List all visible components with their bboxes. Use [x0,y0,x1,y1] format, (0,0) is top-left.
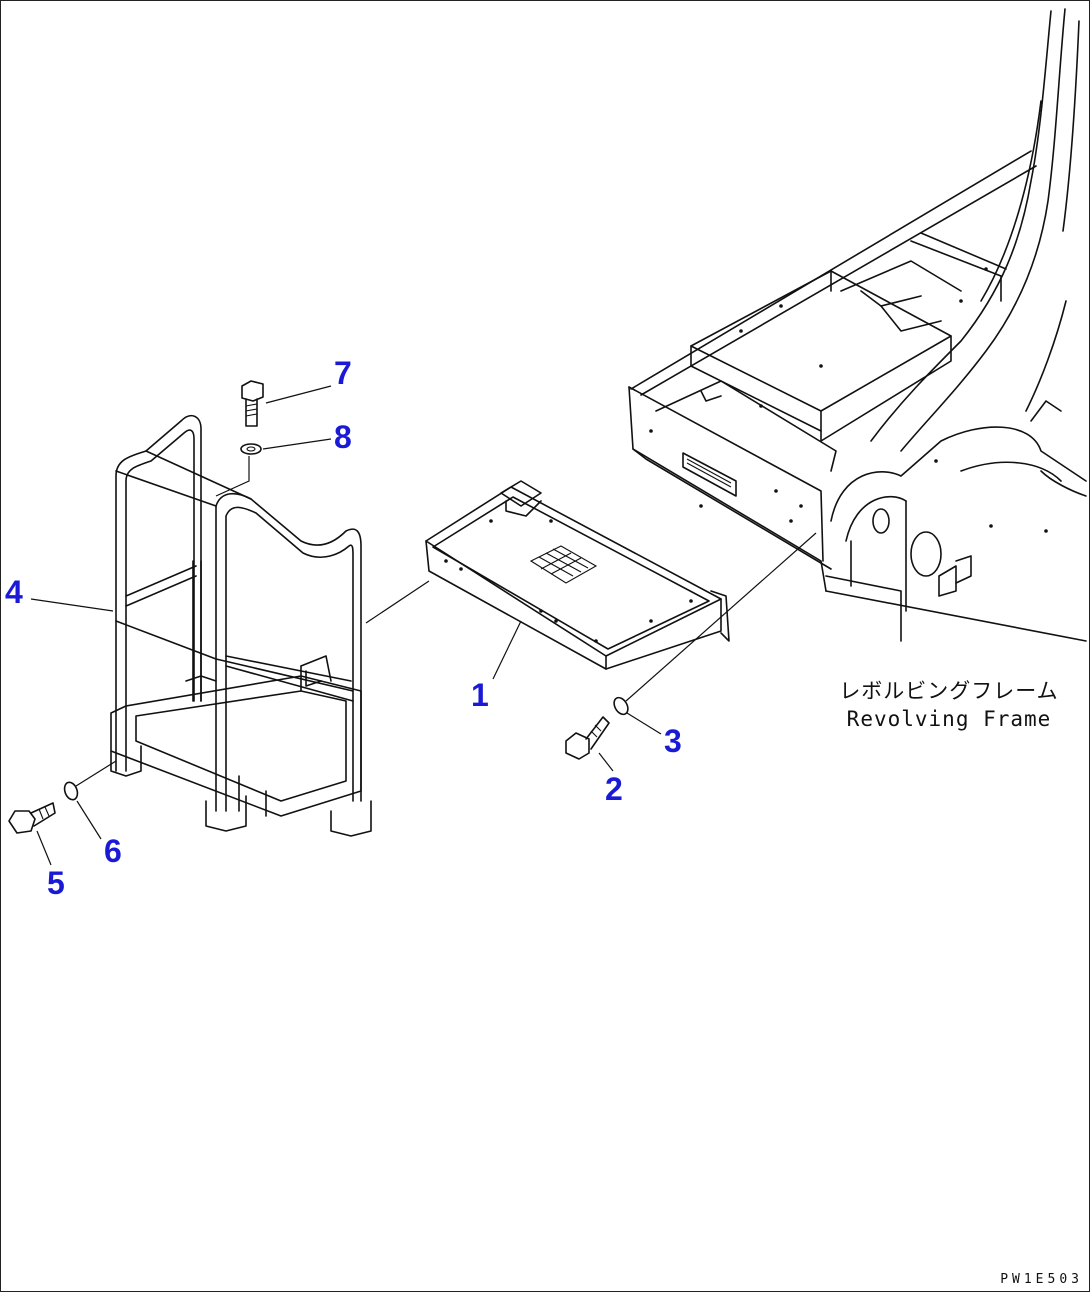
drawing-code: PW1E503 [1000,1272,1083,1287]
callout-6: 6 [104,833,122,869]
callout-2: 2 [605,771,623,807]
assembly-lines [75,456,817,787]
bolt-part-7 [241,380,264,427]
bolt-part-5 [8,802,56,834]
washer-part-6 [63,781,79,801]
callout-7: 7 [334,355,352,391]
callout-5: 5 [47,865,65,901]
callout-4: 4 [5,574,23,610]
revolving-frame [628,8,1087,642]
revolving-frame-label: レボルビングフレーム Revolving Frame [839,677,1059,733]
callout-3: 3 [664,723,682,759]
callout-leaders [30,385,662,866]
step-box-part-1 [425,480,730,670]
frame-label-japanese: レボルビングフレーム [839,679,1059,703]
bolt-part-2 [565,716,610,760]
washer-part-8 [240,443,262,455]
frame-label-english: Revolving Frame [846,707,1052,731]
callout-1: 1 [471,677,489,713]
handrail-step-part-4 [110,414,372,837]
callout-8: 8 [334,419,352,455]
washer-part-3 [613,696,629,716]
